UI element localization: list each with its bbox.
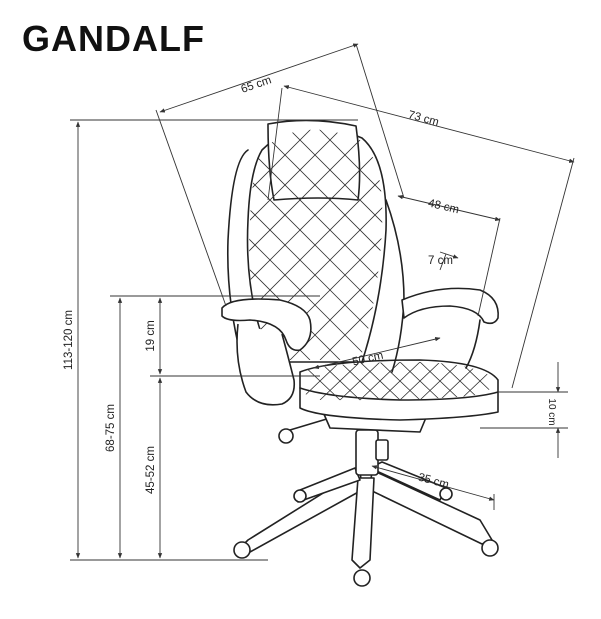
label-armrest-to-seat: 19 cm <box>145 320 157 351</box>
caster <box>353 569 371 587</box>
label-overall-width: 73 cm <box>407 109 440 129</box>
armrest-right <box>401 287 499 325</box>
chair-illustration <box>221 119 499 587</box>
adjustment-knob <box>278 428 294 444</box>
armrest-left <box>221 298 312 352</box>
label-armrest-width: 7 cm <box>428 255 453 267</box>
caster <box>233 541 251 559</box>
armrest-left-support <box>236 323 296 406</box>
gas-lift <box>355 429 379 476</box>
label-seat-height: 45-52 cm <box>145 446 157 494</box>
label-armrest-height: 68-75 cm <box>105 404 117 452</box>
dimension-lines: 65 cm 73 cm 48 cm 7 cm 50 cm 10 cm <box>63 43 575 561</box>
gas-lever-cap <box>375 439 389 461</box>
caster <box>293 489 307 503</box>
label-seat-thickness: 10 cm <box>546 398 557 425</box>
label-overall-depth: 65 cm <box>240 74 274 96</box>
label-total-height: 113-120 cm <box>63 310 75 370</box>
base-leg-front <box>351 477 375 569</box>
label-seat-depth: 48 cm <box>427 198 460 217</box>
caster <box>481 539 499 557</box>
